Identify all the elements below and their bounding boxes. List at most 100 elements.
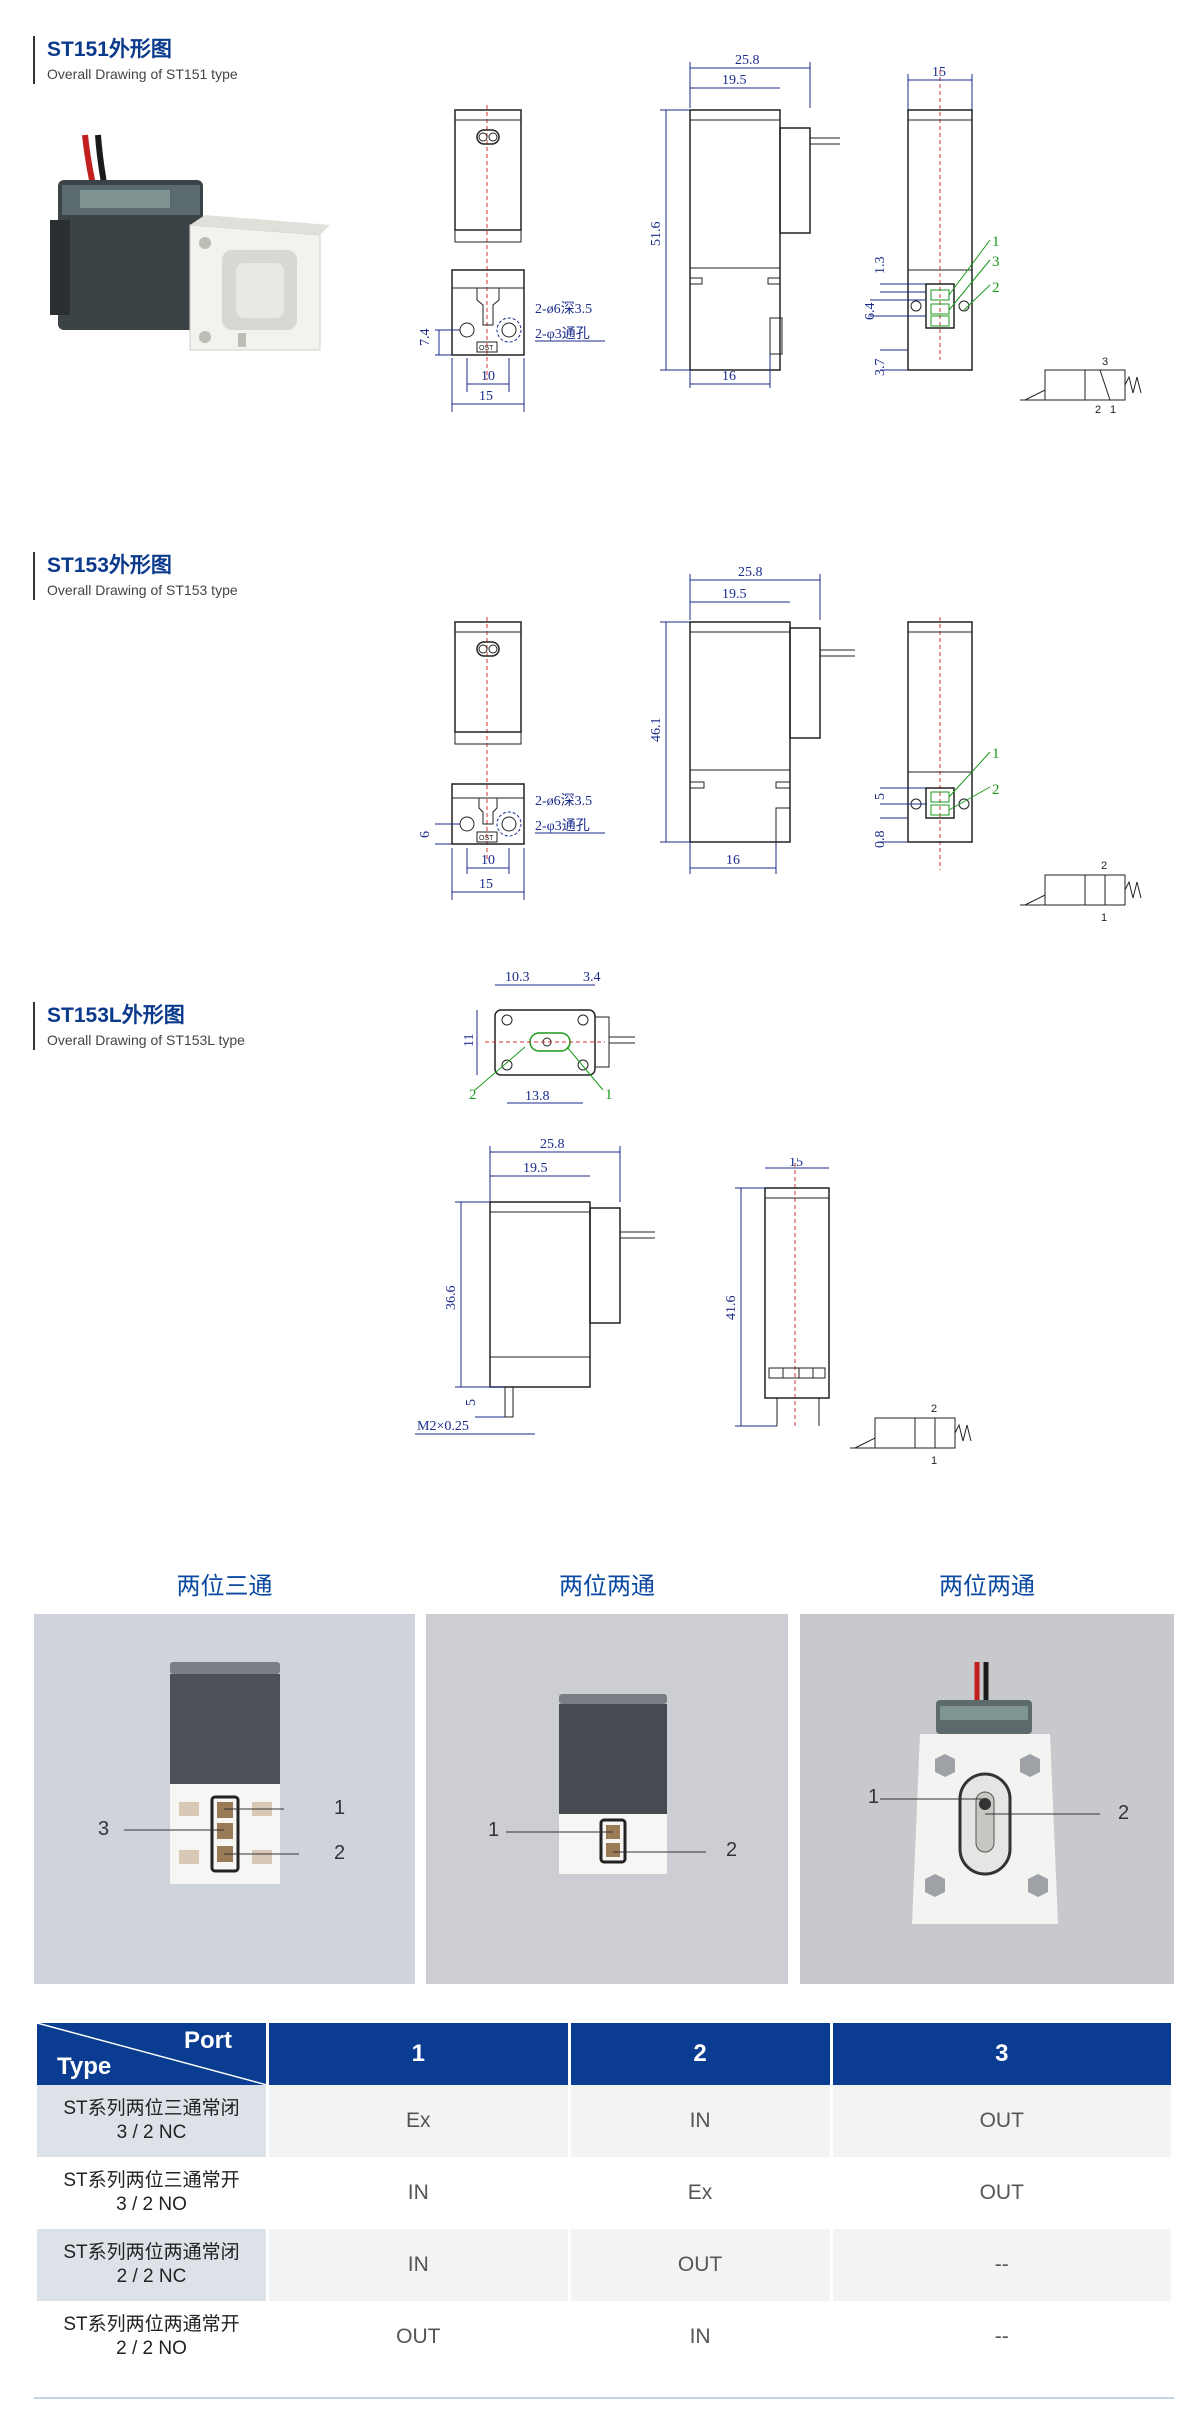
- symbol-port-2: 2: [931, 1403, 937, 1415]
- dim-11: 11: [462, 1034, 477, 1047]
- port-cell: --: [832, 2229, 1171, 2301]
- port-cell: IN: [268, 2229, 568, 2301]
- dim-25-8: 25.8: [540, 1137, 565, 1152]
- dim-36-6: 36.6: [444, 1286, 459, 1311]
- type-cell: ST系列两位两通常开 2 / 2 NO: [37, 2301, 266, 2373]
- logo-text: OST: [479, 345, 494, 352]
- port-label: 2: [726, 1839, 738, 1861]
- dim-5: 5: [873, 793, 888, 800]
- corner-port-label: Port: [183, 2027, 232, 2054]
- port-cell: Ex: [687, 2181, 713, 2204]
- port-cell: --: [994, 2325, 1009, 2348]
- product-photo-st151: [40, 125, 340, 365]
- port-cell: OUT: [979, 2181, 1024, 2204]
- table-corner-cell: Port Type: [37, 2023, 266, 2085]
- st153l-right-view: 15 41.6: [715, 1158, 865, 1448]
- type-cell: ST系列两位三通常开 3 / 2 NO: [37, 2157, 266, 2229]
- logo-text: OST: [479, 835, 494, 842]
- type-cell: ST系列两位两通常闭 2 / 2 NC: [37, 2229, 266, 2301]
- port-label-2: 2: [992, 280, 1000, 296]
- photo-caption: 两位两通: [559, 1573, 655, 1600]
- dim-3-7: 3.7: [873, 359, 888, 377]
- st151-hole-callouts: 2-ø6深3.5 2-φ3通孔: [525, 298, 645, 348]
- port-cell: OUT: [832, 2085, 1171, 2157]
- type-name: ST系列两位三通常开: [63, 2170, 240, 2191]
- type-name: ST系列两位三通常闭: [63, 2098, 240, 2119]
- st153l-side-view: 25.8 19.5 36.6 5 M2×0.25: [405, 1132, 675, 1452]
- photo-col-1: 两位三通: [34, 1568, 415, 1606]
- symbol-port-3: 3: [1102, 356, 1108, 368]
- section-header-st153: ST153外形图 Overall Drawing of ST153 type: [33, 552, 238, 600]
- port-cell: IN: [407, 2181, 429, 2204]
- port-label: 1: [334, 1797, 346, 1819]
- dim-19-5: 19.5: [722, 587, 747, 602]
- section-subtitle: Overall Drawing of ST153L type: [47, 1032, 245, 1048]
- side-dim-15: 15: [789, 1158, 803, 1170]
- dim-6-4: 6.4: [863, 303, 878, 321]
- column-header-port-1: 1: [268, 2023, 568, 2085]
- photo-col-3: 两位两通: [800, 1568, 1174, 1606]
- dim-10-3: 10.3: [505, 970, 530, 985]
- table-row: ST系列两位三通常开 3 / 2 NO IN Ex OUT: [37, 2157, 1171, 2229]
- port-label: 2: [334, 1842, 346, 1864]
- hole-callout-a: 2-ø6深3.5: [535, 793, 592, 809]
- section-header-st153l: ST153L外形图 Overall Drawing of ST153L type: [33, 1002, 245, 1050]
- bottom-divider: [34, 2397, 1174, 2399]
- port-label-1: 1: [605, 1087, 613, 1103]
- symbol-port-1: 1: [1101, 912, 1107, 924]
- table-row: ST系列两位三通常闭 3 / 2 NC Ex IN OUT: [37, 2085, 1171, 2157]
- port-cell: Ex: [268, 2085, 568, 2157]
- port-cell: OUT: [570, 2229, 830, 2301]
- type-code: 3 / 2 NC: [116, 2122, 187, 2143]
- column-header-port-3: 3: [832, 2023, 1171, 2085]
- port-label: 2: [1118, 1802, 1130, 1824]
- st153-right-view: 1 2 5 0.8: [860, 612, 1060, 892]
- dim-3-4: 3.4: [583, 970, 601, 985]
- symbol-port-2: 2: [1095, 404, 1101, 416]
- port-label: 1: [488, 1819, 500, 1841]
- port-label-3: 3: [992, 254, 1000, 270]
- photo-valve-2way-a: 1 2: [426, 1614, 788, 1984]
- port-label: 3: [98, 1818, 110, 1840]
- table-row: ST系列两位两通常开 2 / 2 NO OUT IN --: [37, 2301, 1171, 2373]
- table-row: ST系列两位两通常闭 2 / 2 NC IN OUT --: [37, 2229, 1171, 2301]
- section-header-st151: ST151外形图 Overall Drawing of ST151 type: [33, 36, 238, 84]
- section-title: ST153外形图: [47, 554, 172, 577]
- section-subtitle: Overall Drawing of ST151 type: [47, 66, 238, 82]
- corner-type-label: Type: [57, 2053, 112, 2080]
- dim-5: 5: [464, 1399, 479, 1406]
- port-label: 1: [868, 1786, 880, 1808]
- photo-valve-3way: 1 3 2: [34, 1614, 415, 1984]
- dim-0-8: 0.8: [873, 831, 888, 849]
- section-title: ST153L外形图: [47, 1004, 185, 1027]
- dim-41-6: 41.6: [724, 1296, 739, 1321]
- st151-front-view: OST 7.4 10 15: [405, 100, 565, 430]
- st153l-valve-symbol: 2 1: [845, 1398, 975, 1478]
- photo-caption: 两位两通: [939, 1573, 1035, 1600]
- photo-col-2: 两位两通: [426, 1568, 788, 1606]
- side-dim-15: 15: [932, 65, 946, 80]
- type-code: 3 / 2 NO: [116, 2194, 187, 2215]
- photo-caption: 两位三通: [176, 1573, 273, 1600]
- section-title: ST151外形图: [47, 38, 172, 61]
- type-name: ST系列两位两通常闭: [63, 2242, 240, 2263]
- photo-valve-2way-b: 1 2: [800, 1614, 1174, 1984]
- hole-callout-a: 2-ø6深3.5: [535, 301, 592, 317]
- st153-side-view: 25.8 19.5 46.1 16: [640, 560, 870, 890]
- hole-callout-b: 2-φ3通孔: [535, 818, 590, 834]
- port-function-table: Port Type 1 2 3 ST系列两位三通常闭 3 / 2 NC Ex I…: [34, 2023, 1174, 2373]
- symbol-port-2: 2: [1101, 860, 1107, 872]
- st153l-top-view: 10.3 3.4 11 13.8 2 1: [455, 965, 685, 1130]
- dim-6: 6: [418, 831, 433, 838]
- port-label-2: 2: [469, 1087, 477, 1103]
- type-code: 2 / 2 NC: [116, 2266, 187, 2287]
- type-code: 2 / 2 NO: [116, 2338, 187, 2359]
- dim-25-8: 25.8: [738, 565, 763, 580]
- port-label-1: 1: [992, 746, 1000, 762]
- dim-13-8: 13.8: [525, 1089, 550, 1104]
- port-cell: OUT: [396, 2325, 441, 2348]
- dim-7-4: 7.4: [418, 329, 433, 347]
- port-cell: IN: [570, 2085, 830, 2157]
- dim-16: 16: [722, 369, 736, 384]
- type-name: ST系列两位两通常开: [63, 2314, 240, 2335]
